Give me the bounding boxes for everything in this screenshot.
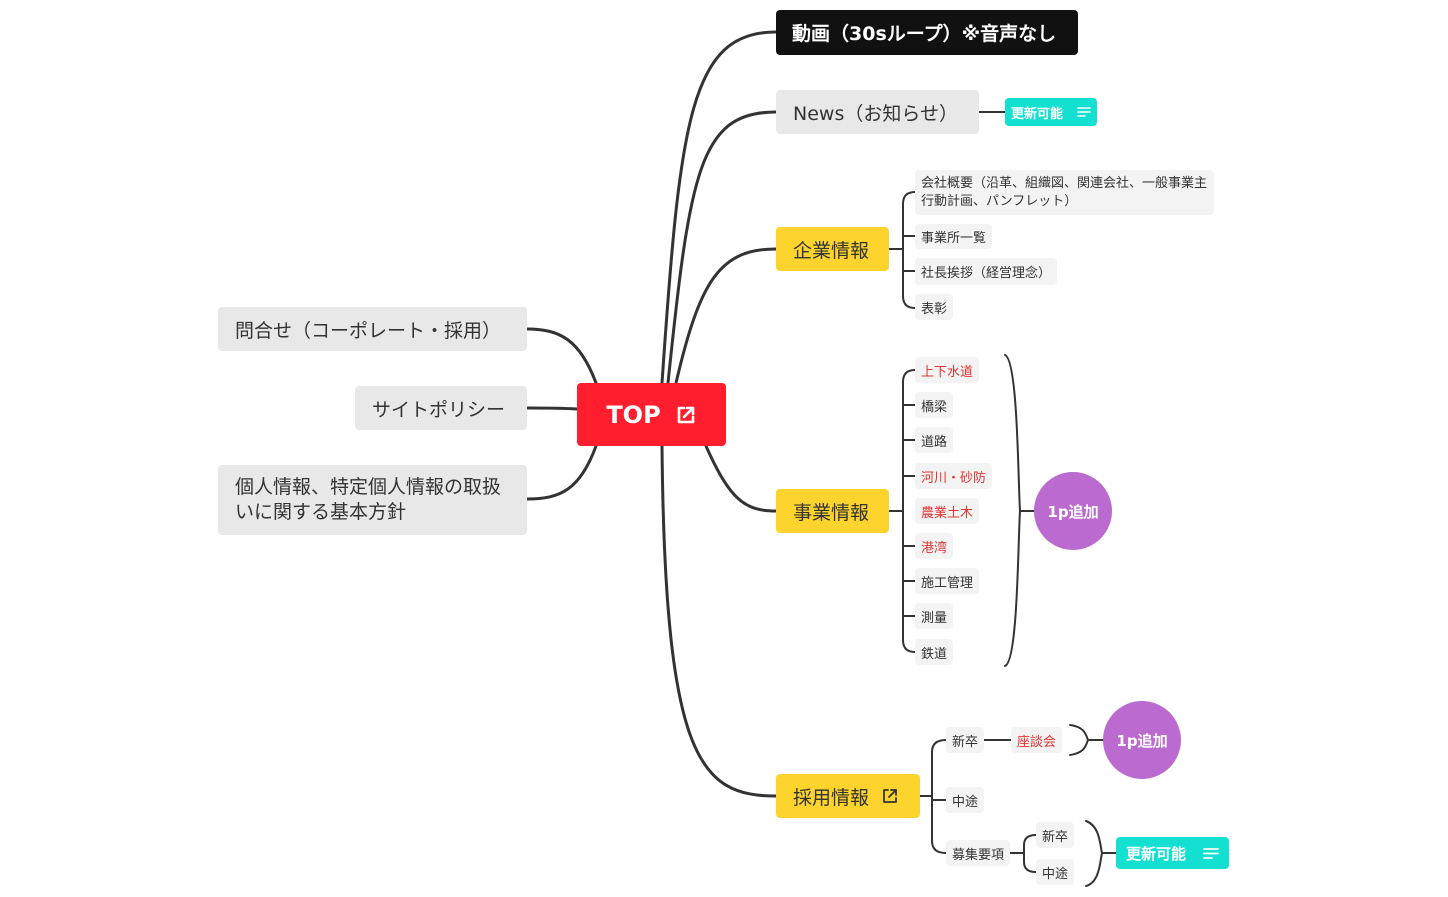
business-item-survey[interactable]: 測量 bbox=[915, 603, 954, 629]
recruit-roundtable[interactable]: 座談会 bbox=[1011, 727, 1063, 753]
branch-video-label: 動画（30sループ）※音声なし bbox=[792, 23, 1057, 45]
business-item-label: 橋梁 bbox=[921, 399, 948, 415]
recruit-requirements[interactable]: 募集要項 bbox=[946, 840, 1011, 866]
branch-business[interactable]: 事業情報 bbox=[776, 489, 889, 533]
root-label: TOP bbox=[606, 400, 661, 429]
business-item-road[interactable]: 道路 bbox=[915, 427, 954, 453]
business-add-page-circle[interactable]: 1p追加 bbox=[1034, 472, 1112, 550]
company-item-offices[interactable]: 事業所一覧 bbox=[915, 224, 993, 249]
company-item-label: 表彰 bbox=[921, 301, 948, 317]
branch-recruit-label: 採用情報 bbox=[793, 786, 870, 809]
branch-contact-label: 問合せ（コーポレート・採用） bbox=[235, 319, 502, 342]
branch-company-label: 企業情報 bbox=[793, 239, 870, 262]
recruit-requirements-label: 募集要項 bbox=[952, 847, 1005, 863]
business-item-river[interactable]: 河川・砂防 bbox=[915, 463, 993, 489]
recruit-circle-label: 1p追加 bbox=[1116, 731, 1168, 750]
business-item-harbor[interactable]: 港湾 bbox=[915, 533, 954, 559]
company-item-label: 会社概要（沿革、組織図、関連会社、一般事業主行動計画、パンフレット） bbox=[921, 175, 1208, 209]
branch-company[interactable]: 企業情報 bbox=[776, 227, 889, 271]
news-updatable-badge[interactable]: 更新可能 bbox=[1005, 98, 1097, 126]
company-item-label: 事業所一覧 bbox=[921, 231, 987, 246]
requirements-mid-career[interactable]: 中途 bbox=[1036, 859, 1075, 885]
business-item-label: 河川・砂防 bbox=[921, 470, 987, 486]
branch-news-label: News（お知らせ） bbox=[793, 102, 958, 125]
business-item-label: 農業土木 bbox=[921, 505, 974, 521]
business-item-bridge[interactable]: 橋梁 bbox=[915, 392, 954, 418]
recruit-new-label: 新卒 bbox=[952, 734, 979, 750]
recruit-mid-label: 中途 bbox=[952, 794, 979, 810]
branch-news[interactable]: News（お知らせ） bbox=[776, 90, 979, 134]
branch-privacy-label: 個人情報、特定個人情報の取扱いに関する基本方針 bbox=[235, 476, 502, 523]
branch-site-policy-label: サイトポリシー bbox=[372, 398, 506, 421]
external-link-icon[interactable] bbox=[675, 404, 697, 426]
recruit-mid-career[interactable]: 中途 bbox=[946, 787, 985, 813]
business-item-label: 道路 bbox=[921, 434, 948, 450]
recruit-roundtable-label: 座談会 bbox=[1017, 734, 1057, 750]
business-item-label: 上下水道 bbox=[921, 364, 974, 380]
business-item-label: 鉄道 bbox=[921, 646, 948, 662]
branch-business-label: 事業情報 bbox=[793, 501, 870, 524]
branch-video[interactable]: 動画（30sループ）※音声なし bbox=[776, 10, 1078, 55]
business-item-label: 港湾 bbox=[921, 540, 948, 556]
branch-site-policy[interactable]: サイトポリシー bbox=[355, 386, 527, 430]
company-item-president[interactable]: 社長挨拶（経営理念） bbox=[915, 258, 1058, 285]
company-item-overview[interactable]: 会社概要（沿革、組織図、関連会社、一般事業主行動計画、パンフレット） bbox=[915, 170, 1214, 215]
external-link-icon[interactable] bbox=[881, 787, 899, 805]
requirements-updatable-badge[interactable]: 更新可能 bbox=[1116, 837, 1229, 869]
business-item-railway[interactable]: 鉄道 bbox=[915, 639, 954, 665]
business-circle-label: 1p追加 bbox=[1047, 502, 1099, 521]
branch-contact[interactable]: 問合せ（コーポレート・採用） bbox=[218, 307, 527, 351]
recruit-new-grad[interactable]: 新卒 bbox=[946, 727, 985, 753]
req-new-label: 新卒 bbox=[1042, 829, 1069, 845]
business-item-label: 施工管理 bbox=[921, 575, 974, 591]
req-badge-label: 更新可能 bbox=[1126, 844, 1187, 863]
company-item-awards[interactable]: 表彰 bbox=[915, 294, 954, 320]
business-item-label: 測量 bbox=[921, 610, 948, 626]
news-badge-label: 更新可能 bbox=[1011, 106, 1064, 122]
business-item-water[interactable]: 上下水道 bbox=[915, 357, 980, 383]
business-item-agriculture[interactable]: 農業土木 bbox=[915, 498, 980, 524]
branch-privacy-policy[interactable]: 個人情報、特定個人情報の取扱いに関する基本方針 bbox=[218, 465, 527, 535]
req-mid-label: 中途 bbox=[1042, 866, 1069, 882]
menu-lines-icon bbox=[1077, 106, 1091, 118]
branch-recruit[interactable]: 採用情報 bbox=[776, 774, 920, 818]
root-node-top[interactable]: TOP bbox=[577, 383, 726, 446]
requirements-new-grad[interactable]: 新卒 bbox=[1036, 822, 1075, 848]
menu-lines-icon bbox=[1203, 847, 1219, 860]
business-item-construction[interactable]: 施工管理 bbox=[915, 568, 980, 594]
company-item-label: 社長挨拶（経営理念） bbox=[921, 266, 1052, 281]
recruit-add-page-circle[interactable]: 1p追加 bbox=[1103, 701, 1181, 779]
